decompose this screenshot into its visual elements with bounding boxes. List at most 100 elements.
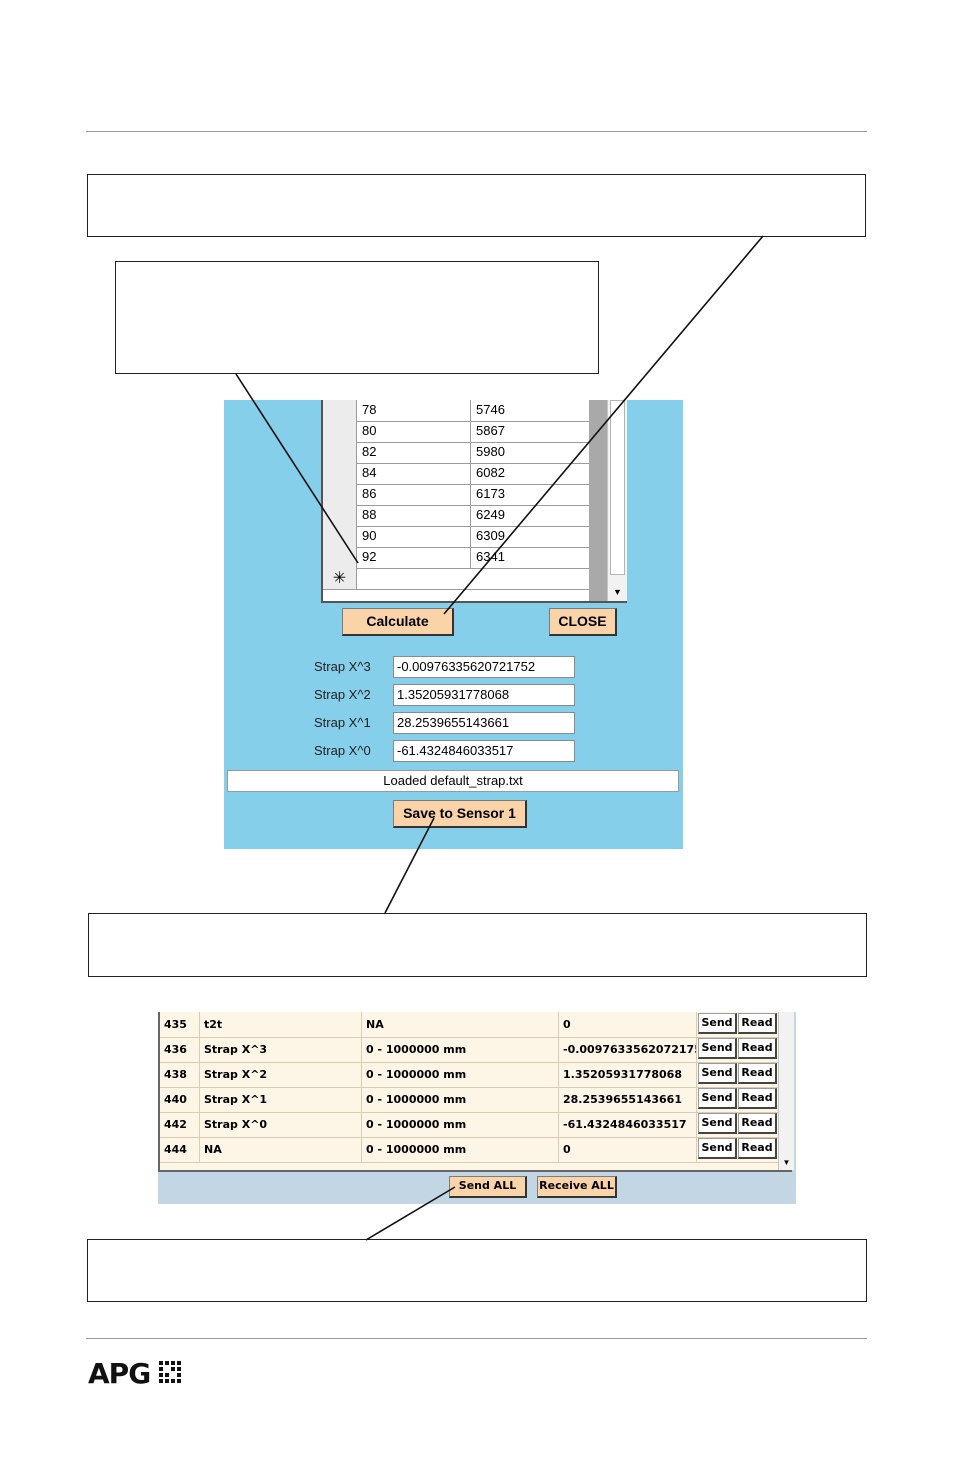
new-row-cell-1[interactable] — [357, 568, 471, 589]
row-selector[interactable] — [323, 505, 357, 526]
calculate-button[interactable]: Calculate — [342, 608, 454, 636]
read-button[interactable]: Read — [738, 1113, 777, 1134]
read-button[interactable]: Read — [738, 1138, 777, 1159]
footer-rule — [86, 1338, 867, 1339]
grid-cell-volume[interactable]: 6309 — [476, 528, 505, 543]
coefficient-label: Strap X^3 — [314, 659, 371, 674]
register-name-cell: t2t — [200, 1012, 362, 1037]
register-range-cell: NA — [362, 1012, 559, 1037]
row-selector[interactable] — [323, 421, 357, 442]
register-address-cell: 435 — [160, 1012, 200, 1037]
register-address-cell: 436 — [160, 1037, 200, 1062]
header-rule — [86, 131, 867, 132]
register-name-cell: Strap X^2 — [200, 1062, 362, 1087]
grid-scrollbar[interactable]: ▼ — [607, 400, 627, 601]
grid-cell-volume[interactable]: 5980 — [476, 444, 505, 459]
send-button[interactable]: Send — [698, 1088, 737, 1109]
grid-cell-volume[interactable]: 5746 — [476, 402, 505, 417]
grid-cell-level[interactable]: 90 — [357, 526, 471, 547]
row-selector[interactable] — [323, 463, 357, 484]
coefficient-field[interactable]: -0.00976335620721752 — [393, 656, 575, 678]
new-row-asterisk-icon: ✳ — [323, 568, 357, 589]
coefficient-field[interactable]: 1.35205931778068 — [393, 684, 575, 706]
register-name-cell: NA — [200, 1137, 362, 1162]
send-button[interactable]: Send — [698, 1038, 737, 1059]
coefficient-field[interactable]: -61.4324846033517 — [393, 740, 575, 762]
row-selector[interactable] — [323, 442, 357, 463]
send-button[interactable]: Send — [698, 1113, 737, 1134]
grid-cell-level[interactable]: 86 — [357, 484, 471, 505]
strap-calculation-dialog: 78 5746 80 5867 82 5980 84 6082 86 6173 88 6249 90 63… — [224, 400, 683, 849]
row-selector[interactable] — [323, 526, 357, 547]
grid-cell-level[interactable]: 82 — [357, 442, 471, 463]
grid-empty-area — [589, 400, 607, 601]
register-table-scrollbar[interactable]: ▼ — [778, 1012, 794, 1170]
register-value-cell: -0.00976335620721752 — [559, 1037, 697, 1062]
send-button[interactable]: Send — [698, 1138, 737, 1159]
grid-cell-level[interactable]: 80 — [357, 421, 471, 442]
register-address-cell: 442 — [160, 1112, 200, 1137]
grid-row[interactable]: 88 6249 — [323, 505, 589, 527]
register-value-cell: 1.35205931778068 — [559, 1062, 697, 1087]
grid-row[interactable]: 78 5746 — [323, 400, 589, 422]
strap-data-grid: 78 5746 80 5867 82 5980 84 6082 86 6173 88 6249 90 63… — [321, 400, 627, 603]
register-value-cell: 0 — [559, 1137, 697, 1162]
grid-cell-volume[interactable]: 5867 — [476, 423, 505, 438]
grid-cell-level[interactable]: 84 — [357, 463, 471, 484]
register-address-cell: 444 — [160, 1137, 200, 1162]
register-range-cell: 0 - 1000000 mm — [362, 1062, 559, 1087]
row-selector[interactable] — [323, 547, 357, 568]
grid-row[interactable]: 92 6341 — [323, 547, 589, 569]
receive-all-button[interactable]: Receive ALL — [537, 1176, 617, 1198]
grid-cell-volume[interactable]: 6249 — [476, 507, 505, 522]
grid-cell-level[interactable]: 78 — [357, 400, 471, 421]
scroll-down-arrow-icon[interactable]: ▼ — [782, 1158, 791, 1167]
grid-cell-level[interactable]: 92 — [357, 547, 471, 568]
save-to-sensor-button[interactable]: Save to Sensor 1 — [393, 800, 527, 828]
read-button[interactable]: Read — [738, 1063, 777, 1084]
register-address-cell: 440 — [160, 1087, 200, 1112]
grid-row[interactable]: 80 5867 — [323, 421, 589, 443]
grid-row[interactable]: 90 6309 — [323, 526, 589, 548]
callout-box-send-all — [87, 1239, 867, 1302]
register-name-cell: Strap X^1 — [200, 1087, 362, 1112]
scroll-down-arrow-icon[interactable]: ▼ — [613, 587, 622, 597]
register-range-cell: 0 - 1000000 mm — [362, 1087, 559, 1112]
send-all-button[interactable]: Send ALL — [449, 1176, 527, 1198]
new-row[interactable]: ✳ — [323, 568, 589, 590]
close-button[interactable]: CLOSE — [549, 608, 617, 636]
grid-scrollbar-thumb[interactable] — [610, 400, 625, 575]
register-range-cell: 0 - 1000000 mm — [362, 1037, 559, 1062]
register-name-cell: Strap X^0 — [200, 1112, 362, 1137]
grid-row[interactable]: 84 6082 — [323, 463, 589, 485]
read-button[interactable]: Read — [738, 1088, 777, 1109]
apg-logo: APG — [88, 1357, 151, 1390]
register-value-cell: -61.4324846033517 — [559, 1112, 697, 1137]
read-button[interactable]: Read — [738, 1013, 777, 1034]
register-name-cell: Strap X^3 — [200, 1037, 362, 1062]
grid-cell-volume[interactable]: 6341 — [476, 549, 505, 564]
status-bar: Loaded default_strap.txt — [227, 770, 679, 792]
register-value-cell: 28.2539655143661 — [559, 1087, 697, 1112]
grid-cell-level[interactable]: 88 — [357, 505, 471, 526]
read-button[interactable]: Read — [738, 1038, 777, 1059]
send-button[interactable]: Send — [698, 1013, 737, 1034]
callout-box-save — [88, 913, 867, 977]
grid-cell-volume[interactable]: 6082 — [476, 465, 505, 480]
grid-row[interactable]: 86 6173 — [323, 484, 589, 506]
send-button[interactable]: Send — [698, 1063, 737, 1084]
row-selector[interactable] — [323, 484, 357, 505]
register-address-cell: 438 — [160, 1062, 200, 1087]
coefficient-field[interactable]: 28.2539655143661 — [393, 712, 575, 734]
grid-cell-volume[interactable]: 6173 — [476, 486, 505, 501]
row-selector[interactable] — [323, 400, 357, 421]
grid-row[interactable]: 82 5980 — [323, 442, 589, 464]
coefficient-label: Strap X^1 — [314, 715, 371, 730]
